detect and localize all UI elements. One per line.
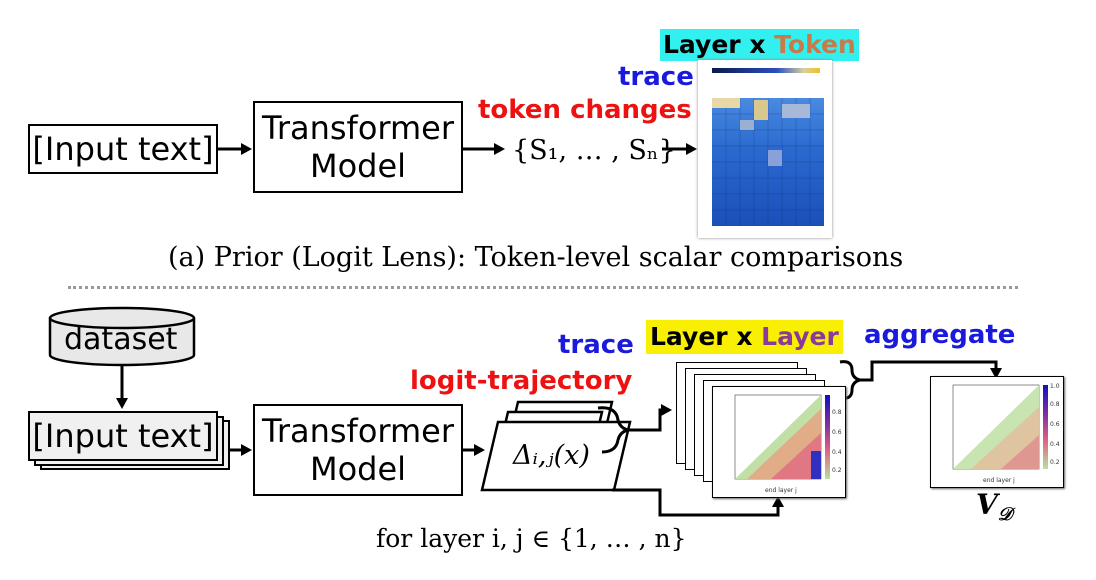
transformer-model-box-top: Transformer Model <box>253 101 463 193</box>
header-layer2-text: Layer <box>761 322 839 351</box>
delta-label: Δᵢ,ⱼ(x) <box>513 440 590 471</box>
input-text-box-top: [Input text] <box>28 124 218 174</box>
v-subscript: 𝒟 <box>997 504 1013 525</box>
matrix-small-cb-tick-3: 0.4 <box>832 449 842 456</box>
input-text-label: [Input text] <box>32 130 214 168</box>
transformer-label-bottom: Transformer <box>261 412 454 450</box>
token-heatmap-svg <box>712 68 824 226</box>
model-label: Model <box>309 147 407 185</box>
token-set-label: {S₁, … , Sₙ} <box>512 135 676 166</box>
transformer-model-box-bottom: Transformer Model <box>253 404 463 496</box>
agg-cb-tick-5: 0.2 <box>1050 459 1060 466</box>
aggregated-matrix: end layer j 1.0 0.8 0.6 0.4 0.2 <box>930 376 1064 488</box>
caption-prior: (a) Prior (Logit Lens): Token-level scal… <box>168 242 904 273</box>
dataset-label: dataset <box>64 322 178 357</box>
model-label-bottom: Model <box>309 450 407 488</box>
matrix-small-cb-tick-1: 0.8 <box>832 409 842 416</box>
aggregate-label: aggregate <box>864 320 1016 350</box>
section-divider <box>68 286 1018 289</box>
layer-range-footer: for layer i, j ∈ {1, … , n} <box>376 524 687 553</box>
agg-cb-tick-1: 1.0 <box>1050 383 1060 390</box>
header-token-text: Token <box>774 30 856 59</box>
layer-layer-header: Layer x Layer <box>646 320 843 354</box>
v-d-label: V𝒟 <box>976 488 1012 525</box>
agg-cb-tick-4: 0.4 <box>1050 441 1060 448</box>
matrix-front-svg <box>734 394 830 480</box>
header-layer-text: Layer x <box>663 30 775 59</box>
trace-label-bottom: trace <box>558 330 634 360</box>
agg-axis-x: end layer j <box>983 477 1015 484</box>
matrix-card-front: end layer j 0.8 0.6 0.4 0.2 <box>712 386 846 498</box>
token-heatmap <box>698 60 832 238</box>
transformer-label: Transformer <box>261 109 454 147</box>
aggregated-matrix-svg <box>952 384 1048 470</box>
logit-trajectory-label: logit-trajectory <box>410 366 633 396</box>
header-layer-text-2: Layer x <box>650 322 762 351</box>
matrix-small-cb-tick-4: 0.2 <box>832 467 842 474</box>
token-changes-label: token changes <box>478 95 692 125</box>
input-text-label-bottom: [Input text] <box>32 417 214 455</box>
layer-token-header: Layer x Token <box>660 29 859 61</box>
agg-cb-tick-3: 0.6 <box>1050 421 1060 428</box>
matrix-small-axis-x: end layer j <box>765 487 797 494</box>
matrix-small-cb-tick-2: 0.6 <box>832 429 842 436</box>
v-letter: V <box>976 488 998 521</box>
trace-label-top: trace <box>618 62 694 92</box>
input-text-box-bottom: [Input text] <box>28 411 218 461</box>
agg-cb-tick-2: 0.8 <box>1050 401 1060 408</box>
